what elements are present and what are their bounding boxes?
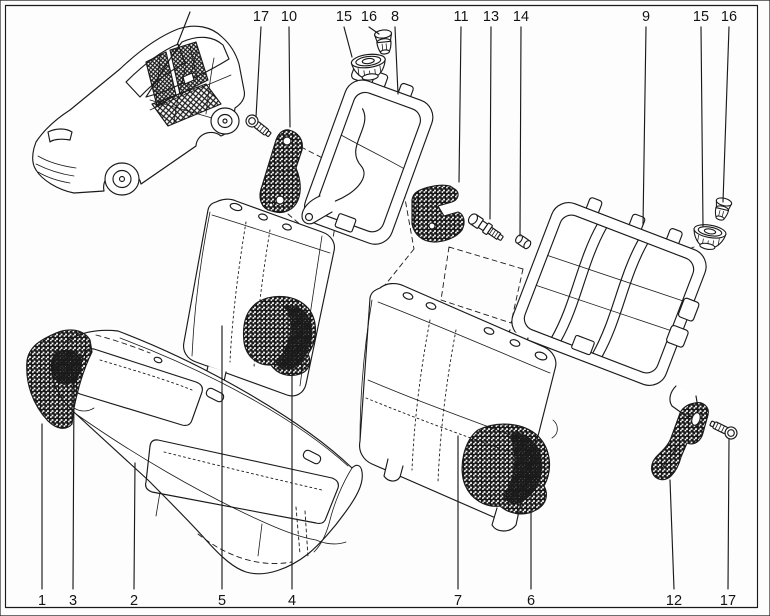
part-backrest-large <box>358 282 558 532</box>
leader-line-2 <box>133 462 136 590</box>
part-seatback-frame-large <box>507 197 707 418</box>
side-mirror <box>182 72 195 85</box>
leader-line-12 <box>669 479 675 590</box>
part-grommet-right <box>690 221 728 253</box>
leader-line-16 <box>368 26 380 35</box>
leader-line-16 <box>722 26 730 203</box>
callout-label-8: 8 <box>391 9 399 25</box>
callout-label-15: 15 <box>336 9 352 25</box>
part-pivot-pin <box>467 213 504 241</box>
callout-label-6: 6 <box>527 593 535 609</box>
callout-label-17: 17 <box>253 9 269 25</box>
callout-label-4: 4 <box>288 593 296 609</box>
callout-label-10: 10 <box>281 9 297 25</box>
callout-label-9: 9 <box>642 9 650 25</box>
locator-line <box>176 11 191 46</box>
part-center-bracket <box>411 184 465 243</box>
front-wheel <box>104 162 140 196</box>
callout-label-13: 13 <box>483 9 499 25</box>
part-strap-latch <box>651 402 709 481</box>
leader-line-15 <box>343 26 353 58</box>
callout-label-17: 17 <box>720 593 736 609</box>
callout-label-5: 5 <box>218 593 226 609</box>
part-bolt-right <box>707 417 740 442</box>
leader-line-11 <box>458 26 462 183</box>
part-seatback-frame-small <box>301 66 434 245</box>
callout-label-16: 16 <box>361 9 377 25</box>
leader-line-17 <box>255 26 262 118</box>
callout-label-2: 2 <box>130 593 138 609</box>
part-clip-right <box>711 195 734 223</box>
part-bolt-left <box>243 112 274 141</box>
part-hinge-bracket <box>259 129 303 214</box>
callout-label-7: 7 <box>454 593 462 609</box>
callout-label-1: 1 <box>38 593 46 609</box>
leader-line-3 <box>72 380 75 590</box>
grille-lines <box>35 155 77 184</box>
callout-label-12: 12 <box>666 593 682 609</box>
figure-border <box>4 4 759 609</box>
sill-line <box>140 145 197 185</box>
callout-label-16: 16 <box>721 9 737 25</box>
leader-line-8 <box>394 26 399 95</box>
leader-line-17 <box>727 438 730 590</box>
backrest-large-flap <box>491 507 520 532</box>
callout-label-3: 3 <box>69 593 77 609</box>
part-seat-cushion <box>26 329 363 575</box>
callout-label-11: 11 <box>453 9 468 25</box>
callout-label-15: 15 <box>693 9 709 25</box>
part-bushing <box>515 234 532 250</box>
headlight <box>47 128 73 143</box>
callout-label-14: 14 <box>513 9 529 25</box>
leader-line-13 <box>489 26 492 220</box>
leader-line-9 <box>642 26 647 226</box>
rear-wheel <box>210 107 240 135</box>
car-body-outline <box>32 25 246 194</box>
vehicle-illustration <box>32 11 246 196</box>
leader-line-14 <box>519 26 522 237</box>
rear-seat-highlight <box>145 41 222 127</box>
part-backrest-small <box>182 198 336 397</box>
leader-line-15 <box>700 26 704 227</box>
leader-line-10 <box>288 26 291 128</box>
